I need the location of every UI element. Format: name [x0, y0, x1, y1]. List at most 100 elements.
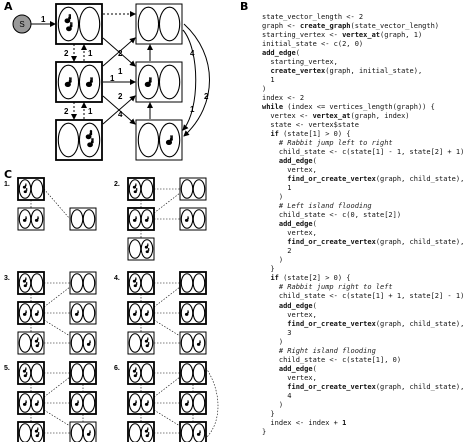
rabbit-icon [144, 216, 149, 222]
rabbit-icon [22, 216, 27, 222]
code-token: } [262, 409, 275, 418]
mini-state-node [17, 391, 45, 415]
rabbit-icon [144, 243, 149, 249]
code-token: (state[1] > 0) { [278, 130, 351, 139]
code-line: starting_vertex <- vertex_at(graph, 1) [262, 31, 464, 40]
code-token [262, 139, 279, 147]
code-token [262, 175, 287, 183]
mini-state-node [179, 301, 207, 325]
code-token: initial_state <- c(2, 0) [262, 40, 364, 49]
code-token [262, 320, 287, 328]
construction-step: 2. [114, 177, 207, 261]
mini-state-node [69, 331, 97, 355]
state-node [55, 3, 103, 45]
code-token [262, 283, 279, 291]
mini-edge [153, 192, 181, 214]
code-token [262, 302, 279, 310]
state-node [135, 119, 183, 161]
rabbit-icon [64, 76, 72, 88]
rabbit-icon [23, 187, 28, 194]
code-token: find_or_create_vertex [287, 382, 376, 391]
rabbit-icon [144, 76, 152, 88]
edge-label: 1 [110, 74, 115, 83]
code-token: (graph, index) [350, 112, 410, 121]
edge-label: 1 [118, 67, 123, 76]
code-token: ) [262, 337, 284, 346]
rabbit-icon [74, 310, 79, 316]
code-token: starting_vertex <- [262, 31, 343, 40]
code-token: 1 [342, 418, 347, 427]
rabbit-icon [22, 310, 27, 316]
rabbit-icon [85, 129, 93, 140]
code-line: vertex, [262, 374, 464, 383]
code-token: vertex, [262, 229, 317, 238]
code-token: 4 [262, 391, 292, 400]
mini-edge [153, 409, 181, 427]
code-token: (graph, child_state), [375, 238, 465, 247]
rabbit-icon [144, 427, 149, 433]
code-token: find_or_create_vertex [287, 238, 376, 247]
mini-state-node [17, 207, 45, 231]
code-line: find_or_create_vertex(graph, child_state… [262, 320, 464, 329]
mini-state-node [179, 331, 207, 355]
state-node [135, 61, 183, 103]
code-token [262, 347, 279, 355]
state-node [55, 119, 103, 161]
mini-state-node [69, 361, 97, 385]
construction-step: 4. [114, 271, 207, 355]
code-token: vertex, [262, 166, 317, 175]
rabbit-icon [132, 277, 137, 283]
rabbit-icon [184, 400, 189, 406]
edge-label: 1 [88, 107, 93, 116]
code-line: # Left island flooding [262, 202, 464, 211]
code-token: ) [262, 256, 284, 265]
code-token: if [270, 130, 279, 139]
rabbit-icon [133, 187, 138, 194]
code-token: ) [262, 193, 284, 202]
construction-step: 3. [4, 271, 97, 355]
code-line: state <- vertex$state [262, 121, 464, 130]
construction-step: 5. [4, 361, 97, 442]
mini-state-node [179, 207, 207, 231]
code-token: (graph, child_state), [375, 382, 465, 391]
mini-state-node [69, 207, 97, 231]
code-token [262, 383, 287, 391]
step-label: 1. [4, 181, 10, 188]
rabbit-icon [165, 134, 173, 146]
code-line: state_vector_length <- 2 [262, 13, 464, 22]
code-token: add_edge [278, 364, 313, 373]
mini-state-node [179, 271, 207, 295]
code-line: ) [262, 338, 464, 347]
mini-state-node [69, 271, 97, 295]
rabbit-icon [66, 21, 73, 32]
code-token: # Left island flooding [278, 202, 372, 211]
code-line: create_vertex(graph, initial_state), [262, 67, 464, 76]
code-token: child_state <- c(state[1], 0) [262, 355, 402, 364]
code-token: vertex_at [342, 31, 381, 40]
code-line: # Rabbit jump right to left [262, 283, 464, 292]
rabbit-icon [133, 371, 138, 378]
start-node-label: S [19, 20, 24, 29]
code-token: vertex_at [312, 112, 351, 121]
code-line: add_edge( [262, 49, 464, 58]
rabbit-icon [184, 216, 189, 222]
construction-step: 6. [114, 361, 219, 442]
code-line: 1 [262, 184, 464, 193]
code-token: create_vertex [270, 67, 326, 76]
rabbit-icon [34, 400, 39, 406]
edge-label: 2 [118, 92, 123, 101]
rabbit-icon [144, 337, 149, 343]
edge-label: 2 [64, 107, 69, 116]
code-line: child_state <- c(state[1] + 1, state[2] … [262, 292, 464, 301]
rabbit-icon [132, 216, 137, 222]
state-node [135, 3, 183, 45]
graph-edge [102, 37, 136, 67]
code-token: ( [312, 157, 317, 166]
mini-edge [153, 319, 181, 337]
code-token: (state_vector_length) [350, 22, 440, 31]
rabbit-icon [22, 277, 27, 283]
code-token: child_state <- c(0, state[2]) [262, 211, 402, 220]
rabbit-icon [196, 430, 201, 436]
code-line: starting_vertex, [262, 58, 464, 67]
